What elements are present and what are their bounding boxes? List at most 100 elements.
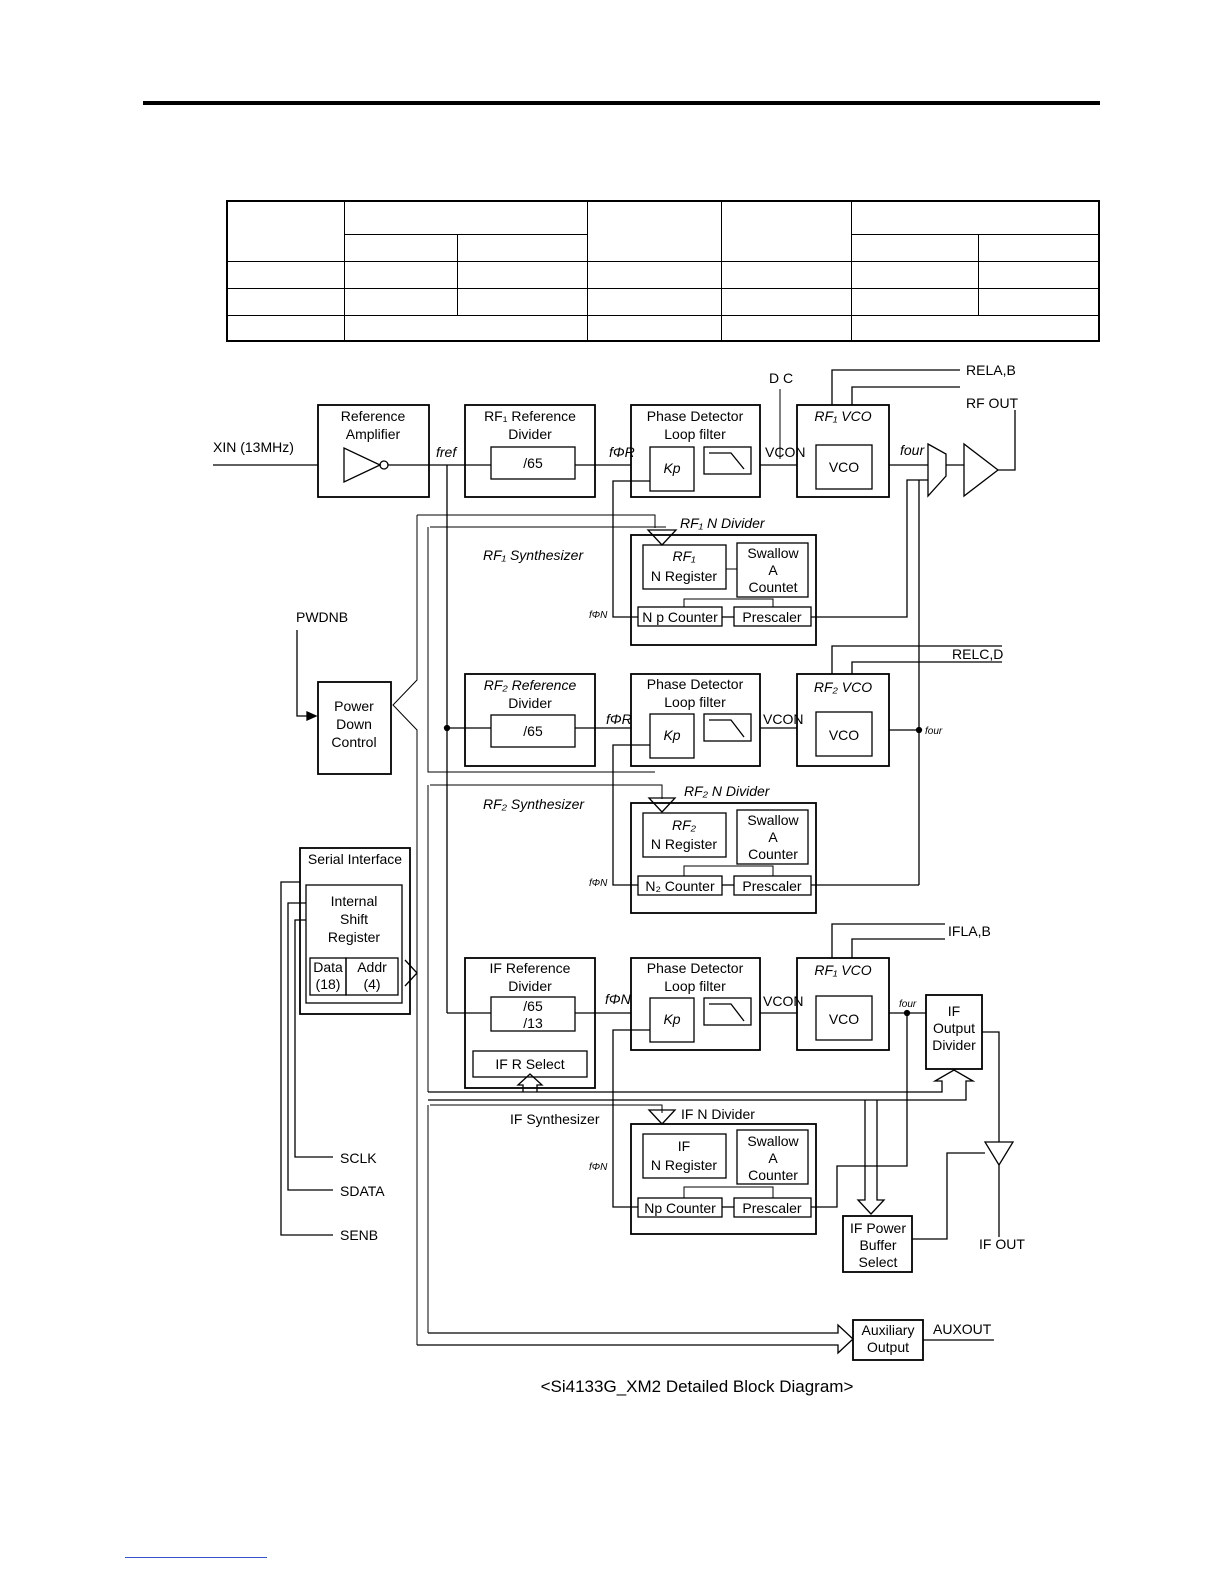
table-cell: [850, 233, 979, 262]
auxout-label: AUXOUT: [933, 1321, 992, 1337]
table-cell: [343, 200, 588, 235]
rf1-reference-divider-block: RF₁ Reference Divider /65: [464, 404, 631, 498]
rf2-pd-label-1: Phase Detector: [647, 676, 744, 692]
table-cell: [586, 287, 722, 316]
if-vcon-label: VCON: [763, 993, 803, 1009]
if-r-select: IF R Select: [495, 1056, 564, 1072]
rf1-fphin-label: fΦN: [589, 610, 608, 621]
footer-link-rule: [125, 1557, 267, 1558]
rf1-vco-block: RF₁ VCO VCO: [796, 369, 960, 498]
reference-amplifier-block: Reference Amplifier: [317, 404, 430, 498]
diagram-caption: <Si4133G_XM2 Detailed Block Diagram>: [541, 1377, 854, 1396]
lowpass-icon: [709, 452, 745, 470]
rf2-prescaler: Prescaler: [742, 878, 801, 894]
rf2-ref-div-label-2: Divider: [508, 695, 552, 711]
table-cell: [456, 287, 588, 316]
if-nreg-2: N Register: [651, 1157, 717, 1173]
if-div-13: /13: [523, 1015, 543, 1031]
if-output-divider-block: IF Output Divider: [925, 994, 1000, 1142]
rf2-n-divider-block: RF₂ N Divider RF₂ N Register Swallow A C…: [430, 744, 919, 914]
aux-out-1: Auxiliary: [862, 1322, 915, 1338]
ifla-b-label: IFLA,B: [948, 923, 991, 939]
if-vco-block: RF₁ VCO VCO: [796, 923, 945, 1051]
rf2-fphir-label: fΦR: [606, 711, 632, 727]
if-n-divider-block: IF N Divider IF N Register Swallow A Cou…: [430, 1013, 908, 1235]
rf2-nreg-2: N Register: [651, 836, 717, 852]
rf2-nreg-1: RF₂: [672, 817, 697, 833]
table-cell: [226, 200, 345, 262]
if-pbs-1: IF Power: [850, 1220, 906, 1236]
rf1-nreg-1: RF₁: [672, 548, 696, 564]
if-pbs-2: Buffer: [859, 1237, 896, 1253]
table-cell: [720, 200, 852, 262]
table-cell: [343, 287, 458, 316]
sdata-label: SDATA: [340, 1183, 385, 1199]
if-nreg-1: IF: [678, 1138, 690, 1154]
rf2-pd-label-2: Loop filter: [664, 694, 726, 710]
rela-b-label: RELA,B: [966, 362, 1016, 378]
buffer-triangle-icon: [343, 446, 382, 484]
rf-out-label: RF OUT: [966, 395, 1019, 411]
rf2-vcon-label: VCON: [763, 711, 803, 727]
if-out-div-2: Output: [933, 1020, 975, 1036]
if-swallow-1: Swallow: [747, 1133, 799, 1149]
pdc-label-1: Power: [334, 698, 374, 714]
bus-arrow-up-icon: [428, 1069, 976, 1101]
rf1-ref-div-label-2: Divider: [508, 426, 552, 442]
if-ref-div-label-1: IF Reference: [490, 960, 571, 976]
if-pd-label-1: Phase Detector: [647, 960, 744, 976]
shift-reg-3: Register: [328, 929, 380, 945]
relc-d-label: RELC,D: [952, 646, 1003, 662]
shift-reg-2: Shift: [340, 911, 368, 927]
rf-output-stage: RF OUT: [927, 395, 1019, 498]
rf1-pd-label-1: Phase Detector: [647, 408, 744, 424]
rf1-vco-label: RF₁ VCO: [814, 408, 871, 424]
auxiliary-output-block: Auxiliary Output: [852, 1319, 994, 1361]
rf1-n-divider-block: RF₁ N Divider RF₁ N Register Swallow A C…: [430, 479, 928, 646]
table-cell: [720, 314, 852, 342]
aux-out-2: Output: [867, 1339, 909, 1355]
table-cell: [977, 233, 1100, 262]
rf1-swallow-1: Swallow: [747, 545, 799, 561]
pwdnb-wire: [296, 630, 313, 717]
rf1-pd-label-2: Loop filter: [664, 426, 726, 442]
rf2-phase-detector-block: Phase Detector Loop filter Kp: [630, 673, 797, 767]
if-out-label: IF OUT: [979, 1236, 1025, 1252]
if-four-label: four: [899, 999, 917, 1010]
ref-amp-label-1: Reference: [341, 408, 406, 424]
rf1-synth-text: RF₁ Synthesizer: [483, 547, 584, 563]
table-cell: [456, 260, 588, 289]
pwdnb-label: PWDNB: [296, 609, 348, 625]
ref-amp-label-2: Amplifier: [346, 426, 401, 442]
table-cell: [586, 314, 722, 342]
table-cell: [850, 200, 1100, 235]
if-vco-inner: VCO: [829, 1011, 859, 1027]
rf-amp-triangle-icon: [963, 442, 1000, 498]
if-phase-detector-block: Phase Detector Loop filter Kp: [630, 957, 797, 1051]
sclk-label: SCLK: [340, 1150, 377, 1166]
synth-group-frames: [392, 514, 656, 1345]
rf1-synth-label: RF₁ Synthesizer: [483, 547, 584, 563]
rf1-vco-inner: VCO: [829, 459, 859, 475]
xin-line: XIN (13MHz): [213, 439, 318, 466]
if-swallow-2: A: [768, 1150, 778, 1166]
rf2-ref-div-label-text: RF₂ Reference: [484, 677, 577, 693]
shift-reg-1: Internal: [331, 893, 378, 909]
if-fphin-top-label: fΦN: [605, 991, 632, 1007]
rf2-synth-label: RF₂ Synthesizer: [483, 796, 585, 812]
if-swallow-3: Counter: [748, 1167, 798, 1183]
data-field-1: Data: [313, 959, 343, 975]
rf1-prescaler: Prescaler: [742, 609, 801, 625]
table-cell: [226, 314, 345, 342]
arrow-down-icon: [647, 1109, 677, 1125]
rf2-synth-text: RF₂ Synthesizer: [483, 796, 585, 812]
rf2-four-label: four: [925, 726, 943, 737]
rf1-swallow-3: Countet: [748, 579, 797, 595]
if-power-buffer-select-block: IF Power Buffer Select: [842, 1152, 985, 1273]
data-field-2: (18): [316, 976, 341, 992]
table-cell: [720, 260, 852, 289]
if-n-div-label: IF N Divider: [681, 1106, 755, 1122]
serial-interface-block: Serial Interface Internal Shift Register…: [299, 847, 418, 1015]
power-down-control-block: Power Down Control: [317, 681, 392, 775]
arrow-down-icon: [647, 797, 677, 813]
